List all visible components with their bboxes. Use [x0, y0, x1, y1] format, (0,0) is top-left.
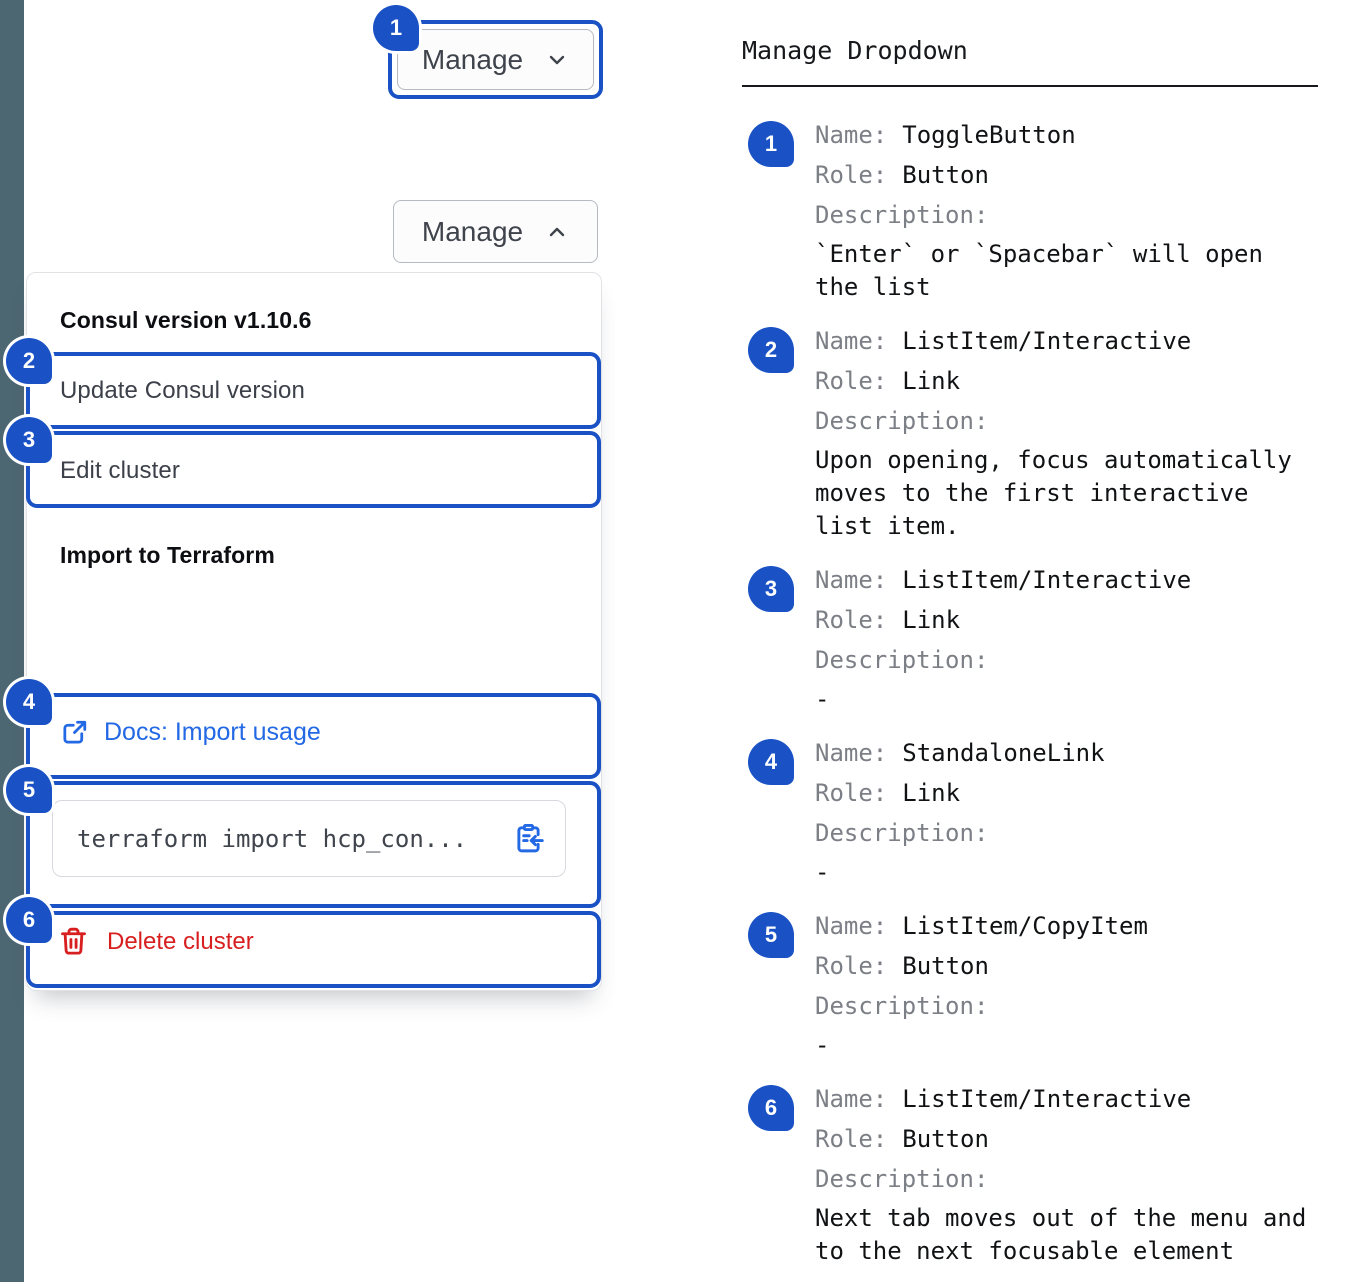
role-label: Role: — [815, 779, 888, 807]
side-strip — [0, 0, 24, 1282]
name-value: ListItem/Interactive — [902, 1085, 1192, 1113]
menu-item-update-consul-version[interactable]: Update Consul version — [60, 377, 305, 404]
description-label: Description: — [815, 201, 989, 229]
annotation-badge: 1 — [748, 121, 794, 167]
role-label: Role: — [815, 1125, 888, 1153]
annotation-description-label: Description: — [815, 401, 1315, 441]
role-value: Link — [902, 367, 961, 395]
name-value: ListItem/Interactive — [902, 566, 1192, 594]
annotation-item-6: 6 Name:ListItem/Interactive Role:Button … — [742, 1079, 1320, 1268]
annotation-name-line: Name: ListItem/Interactive — [815, 1079, 1315, 1119]
docs-import-usage-link[interactable]: Docs: Import usage — [60, 718, 321, 747]
name-label: Name: — [815, 912, 888, 940]
annotation-item-5: 5 Name: ListItem/CopyItem Role: Button Des… — [742, 906, 1320, 1062]
annotation-badge: 4 — [748, 739, 794, 785]
annotation-description-value: - — [815, 858, 830, 886]
annotation-badge: 6 — [748, 1085, 794, 1131]
description-label: Description: — [815, 1165, 989, 1193]
annotation-description-label: Description: — [815, 813, 1315, 853]
role-label: Role: — [815, 606, 888, 634]
annotations-pane: Manage Dropdown 1 Name: ToggleButton Role… — [742, 36, 1320, 1268]
annotation-item-1: 1 Name: ToggleButton Role: Button Descript… — [742, 115, 1320, 304]
import-section-title: Import to Terraform — [60, 542, 275, 568]
annotation-description-label: Description: — [815, 1159, 1315, 1199]
annotations-title: Manage Dropdown — [742, 36, 968, 65]
annotation-item-4: 4 Name: StandaloneLink Role: Link Descript… — [742, 733, 1320, 889]
annotation-description-label: Description: — [815, 640, 1315, 680]
annotation-name-line: Name: ToggleButton — [815, 115, 1315, 155]
terraform-command-text: terraform import hcp_con... — [77, 824, 468, 853]
name-value: StandaloneLink — [902, 739, 1105, 767]
role-value: Link — [902, 606, 961, 634]
annotation-name-line: Name: ListItem/CopyItem — [815, 906, 1315, 946]
manage-toggle-label: Manage — [421, 43, 524, 75]
annotation-description-label: Description: — [815, 195, 1315, 235]
annotation-item-3: 3 Name: ListItem/Interactive Role: Link De… — [742, 560, 1320, 716]
external-link-icon — [60, 718, 89, 747]
annotation-role-line: Role: Link — [815, 773, 1315, 813]
role-label: Role: — [815, 367, 888, 395]
trash-icon — [58, 926, 89, 957]
dropdown-version-header: Consul version v1.10.6 — [60, 307, 312, 333]
menu-item-delete-cluster[interactable]: Delete cluster — [58, 926, 254, 957]
description-label: Description: — [815, 407, 989, 435]
terraform-command-field[interactable]: terraform import hcp_con... — [52, 800, 566, 877]
annotations-divider — [742, 85, 1318, 87]
manage-toggle-open-label: Manage — [421, 215, 524, 247]
annotation-description-value: - — [815, 685, 830, 713]
annotation-badge: 2 — [748, 327, 794, 373]
name-value: ListItem/Interactive — [902, 327, 1192, 355]
annotation-role-line: Role: Button — [815, 1119, 1315, 1159]
annotation-badge: 3 — [748, 566, 794, 612]
annotations-list: 1 Name: ToggleButton Role: Button Descript… — [742, 115, 1320, 1268]
annotation-item-2: 2 Name: ListItem/Interactive Role: Link De… — [742, 321, 1320, 543]
annotation-name-line: Name: StandaloneLink — [815, 733, 1315, 773]
name-label: Name: — [815, 1085, 888, 1113]
name-value: ToggleButton — [902, 121, 1076, 149]
name-value: ListItem/CopyItem — [902, 912, 1148, 940]
clipboard-copy-icon — [512, 822, 545, 855]
role-label: Role: — [815, 952, 888, 980]
annotation-badge-4: 4 — [6, 679, 52, 725]
menu-item-edit-cluster[interactable]: Edit cluster — [60, 457, 180, 484]
annotation-role-line: Role: Link — [815, 600, 1315, 640]
name-label: Name: — [815, 739, 888, 767]
annotation-description-value: - — [815, 1031, 830, 1059]
annotation-role-line: Role: Button — [815, 946, 1315, 986]
annotation-badge-5: 5 — [6, 767, 52, 813]
annotation-description-value: `Enter` or `Spacebar` will open the list — [815, 240, 1263, 301]
annotation-name-line: Name: ListItem/Interactive — [815, 321, 1315, 361]
role-label: Role: — [815, 161, 888, 189]
annotation-description-value: Upon opening, focus automatically moves … — [815, 446, 1292, 540]
docs-import-usage-label: Docs: Import usage — [104, 718, 321, 746]
manage-toggle-button-open[interactable]: Manage — [393, 200, 598, 263]
name-label: Name: — [815, 121, 888, 149]
annotation-badge-2: 2 — [6, 338, 52, 384]
role-value: Link — [902, 779, 961, 807]
description-label: Description: — [815, 646, 989, 674]
name-label: Name: — [815, 566, 888, 594]
annotation-description-value: Next tab moves out of the menu and to th… — [815, 1204, 1307, 1265]
annotation-badge: 5 — [748, 912, 794, 958]
annotation-badge-6: 6 — [6, 897, 52, 943]
annotation-role-line: Role: Button — [815, 155, 1315, 195]
annotation-description-label: Description: — [815, 986, 1315, 1026]
chevron-up-icon — [545, 220, 569, 244]
annotation-badge-3: 3 — [6, 417, 52, 463]
description-label: Description: — [815, 992, 989, 1020]
role-value: Button — [902, 952, 989, 980]
annotation-name-line: Name: ListItem/Interactive — [815, 560, 1315, 600]
annotation-role-line: Role: Link — [815, 361, 1315, 401]
description-label: Description: — [815, 819, 989, 847]
copy-command-button[interactable] — [512, 822, 545, 855]
delete-cluster-label: Delete cluster — [107, 927, 254, 955]
annotation-badge-1: 1 — [373, 5, 419, 51]
manage-toggle-button[interactable]: Manage — [397, 29, 594, 90]
role-value: Button — [902, 1125, 989, 1153]
chevron-down-icon — [545, 48, 569, 72]
role-value: Button — [902, 161, 989, 189]
name-label: Name: — [815, 327, 888, 355]
